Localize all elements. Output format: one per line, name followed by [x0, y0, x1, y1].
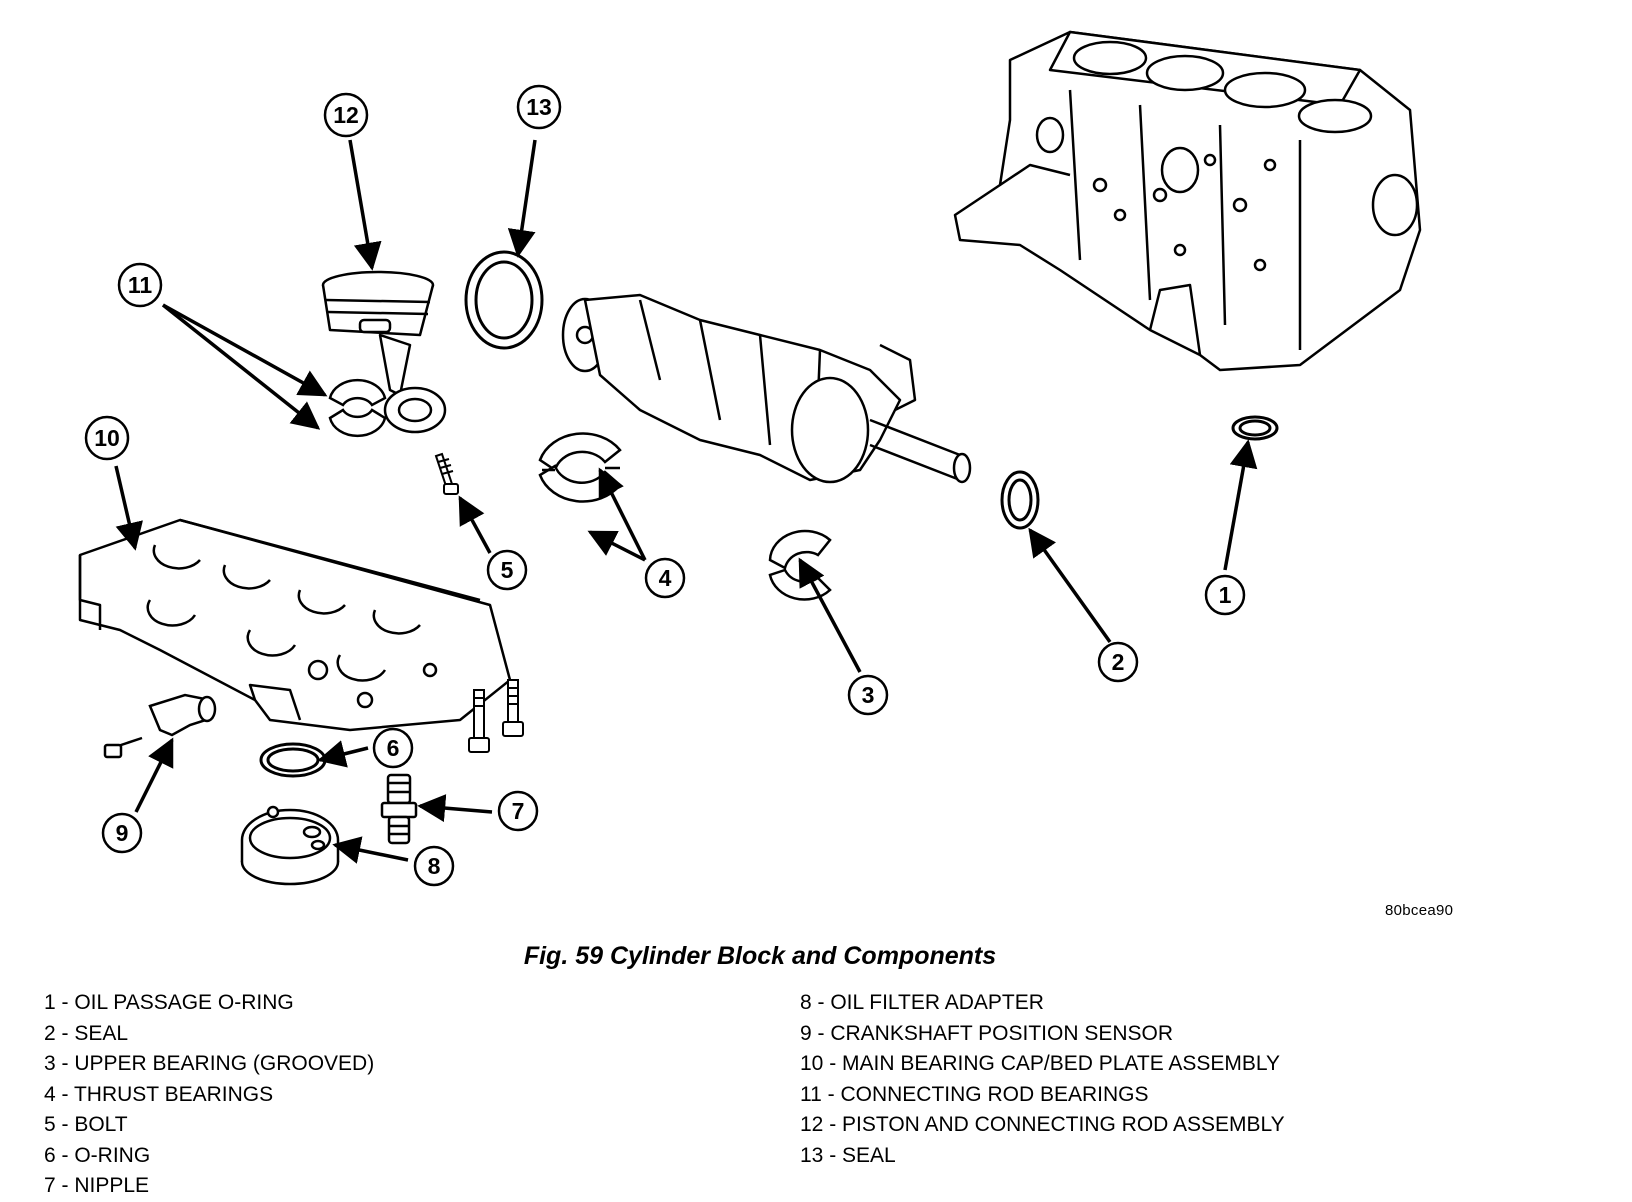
figure-reference-code: 80bcea90 — [1385, 902, 1454, 919]
connecting-rod-bearings — [328, 378, 387, 438]
legend-item: 11 - CONNECTING ROD BEARINGS — [800, 1082, 1149, 1106]
rear-seal — [464, 250, 544, 350]
legend-item: 10 - MAIN BEARING CAP/BED PLATE ASSEMBLY — [800, 1052, 1281, 1075]
callout-11: 11 — [117, 262, 163, 308]
legend-item: 8 - OIL FILTER ADAPTER — [800, 991, 1044, 1014]
cylinder-block — [953, 30, 1422, 372]
svg-text:10: 10 — [94, 425, 120, 451]
svg-text:2: 2 — [1112, 649, 1125, 675]
bolt — [434, 452, 459, 495]
legend-item: 6 - O-RING — [44, 1143, 151, 1167]
exploded-diagram: 1 2 3 4 5 6 7 8 9 10 11 12 — [78, 30, 1422, 887]
legend-item: 2 - SEAL — [44, 1021, 129, 1045]
callout-4: 4 — [644, 557, 686, 599]
svg-text:8: 8 — [428, 853, 441, 879]
nipple — [380, 773, 418, 845]
svg-text:5: 5 — [501, 557, 514, 583]
front-seal — [1000, 470, 1040, 530]
legend-item: 7 - NIPPLE — [44, 1174, 150, 1197]
legend-item: 12 - PISTON AND CONNECTING ROD ASSEMBLY — [800, 1113, 1285, 1136]
callout-8: 8 — [413, 845, 455, 887]
legend-item: 4 - THRUST BEARINGS — [44, 1082, 274, 1106]
callout-3: 3 — [847, 674, 889, 716]
leader-arrows — [114, 139, 1258, 864]
callout-13: 13 — [516, 84, 562, 130]
legend-item: 13 - SEAL — [800, 1143, 896, 1167]
svg-text:9: 9 — [116, 820, 129, 846]
callout-12: 12 — [323, 92, 369, 138]
svg-text:7: 7 — [512, 798, 525, 824]
svg-text:13: 13 — [526, 94, 552, 120]
svg-text:4: 4 — [659, 565, 672, 591]
svg-text:1: 1 — [1219, 582, 1232, 608]
callout-1: 1 — [1204, 574, 1246, 616]
svg-text:6: 6 — [387, 735, 400, 761]
upper-bearing — [768, 529, 832, 601]
callout-6: 6 — [372, 727, 414, 769]
oil-filter-adapter — [240, 805, 340, 886]
figure-caption: Fig. 59 Cylinder Block and Components — [523, 942, 997, 970]
callout-10: 10 — [84, 415, 130, 461]
bedplate-bolts — [468, 679, 524, 753]
legend-item: 1 - OIL PASSAGE O-RING — [44, 991, 294, 1014]
svg-text:3: 3 — [862, 682, 875, 708]
callout-9: 9 — [101, 812, 143, 854]
oil-passage-o-ring — [1231, 415, 1279, 441]
legend-left-column: 1 - OIL PASSAGE O-RING 2 - SEAL 3 - UPPE… — [44, 988, 374, 1202]
thrust-bearings — [538, 432, 622, 503]
svg-text:12: 12 — [333, 102, 359, 128]
bed-plate-assembly — [78, 518, 512, 732]
callout-5: 5 — [486, 549, 528, 591]
legend-item: 9 - CRANKSHAFT POSITION SENSOR — [800, 1021, 1174, 1045]
svg-text:11: 11 — [128, 272, 153, 298]
callout-2: 2 — [1097, 641, 1139, 683]
legend-item: 3 - UPPER BEARING (GROOVED) — [44, 1052, 375, 1075]
callout-7: 7 — [497, 790, 539, 832]
diagram-canvas: 1 2 3 4 5 6 7 8 9 10 11 12 — [78, 30, 1422, 887]
legend-item: 5 - BOLT — [44, 1113, 128, 1136]
crankshaft-position-sensor — [103, 693, 217, 759]
crankshaft — [561, 293, 972, 484]
piston-rod-assembly — [321, 270, 447, 434]
o-ring — [259, 742, 327, 778]
legend-right-column: 8 - OIL FILTER ADAPTER 9 - CRANKSHAFT PO… — [800, 988, 1285, 1171]
